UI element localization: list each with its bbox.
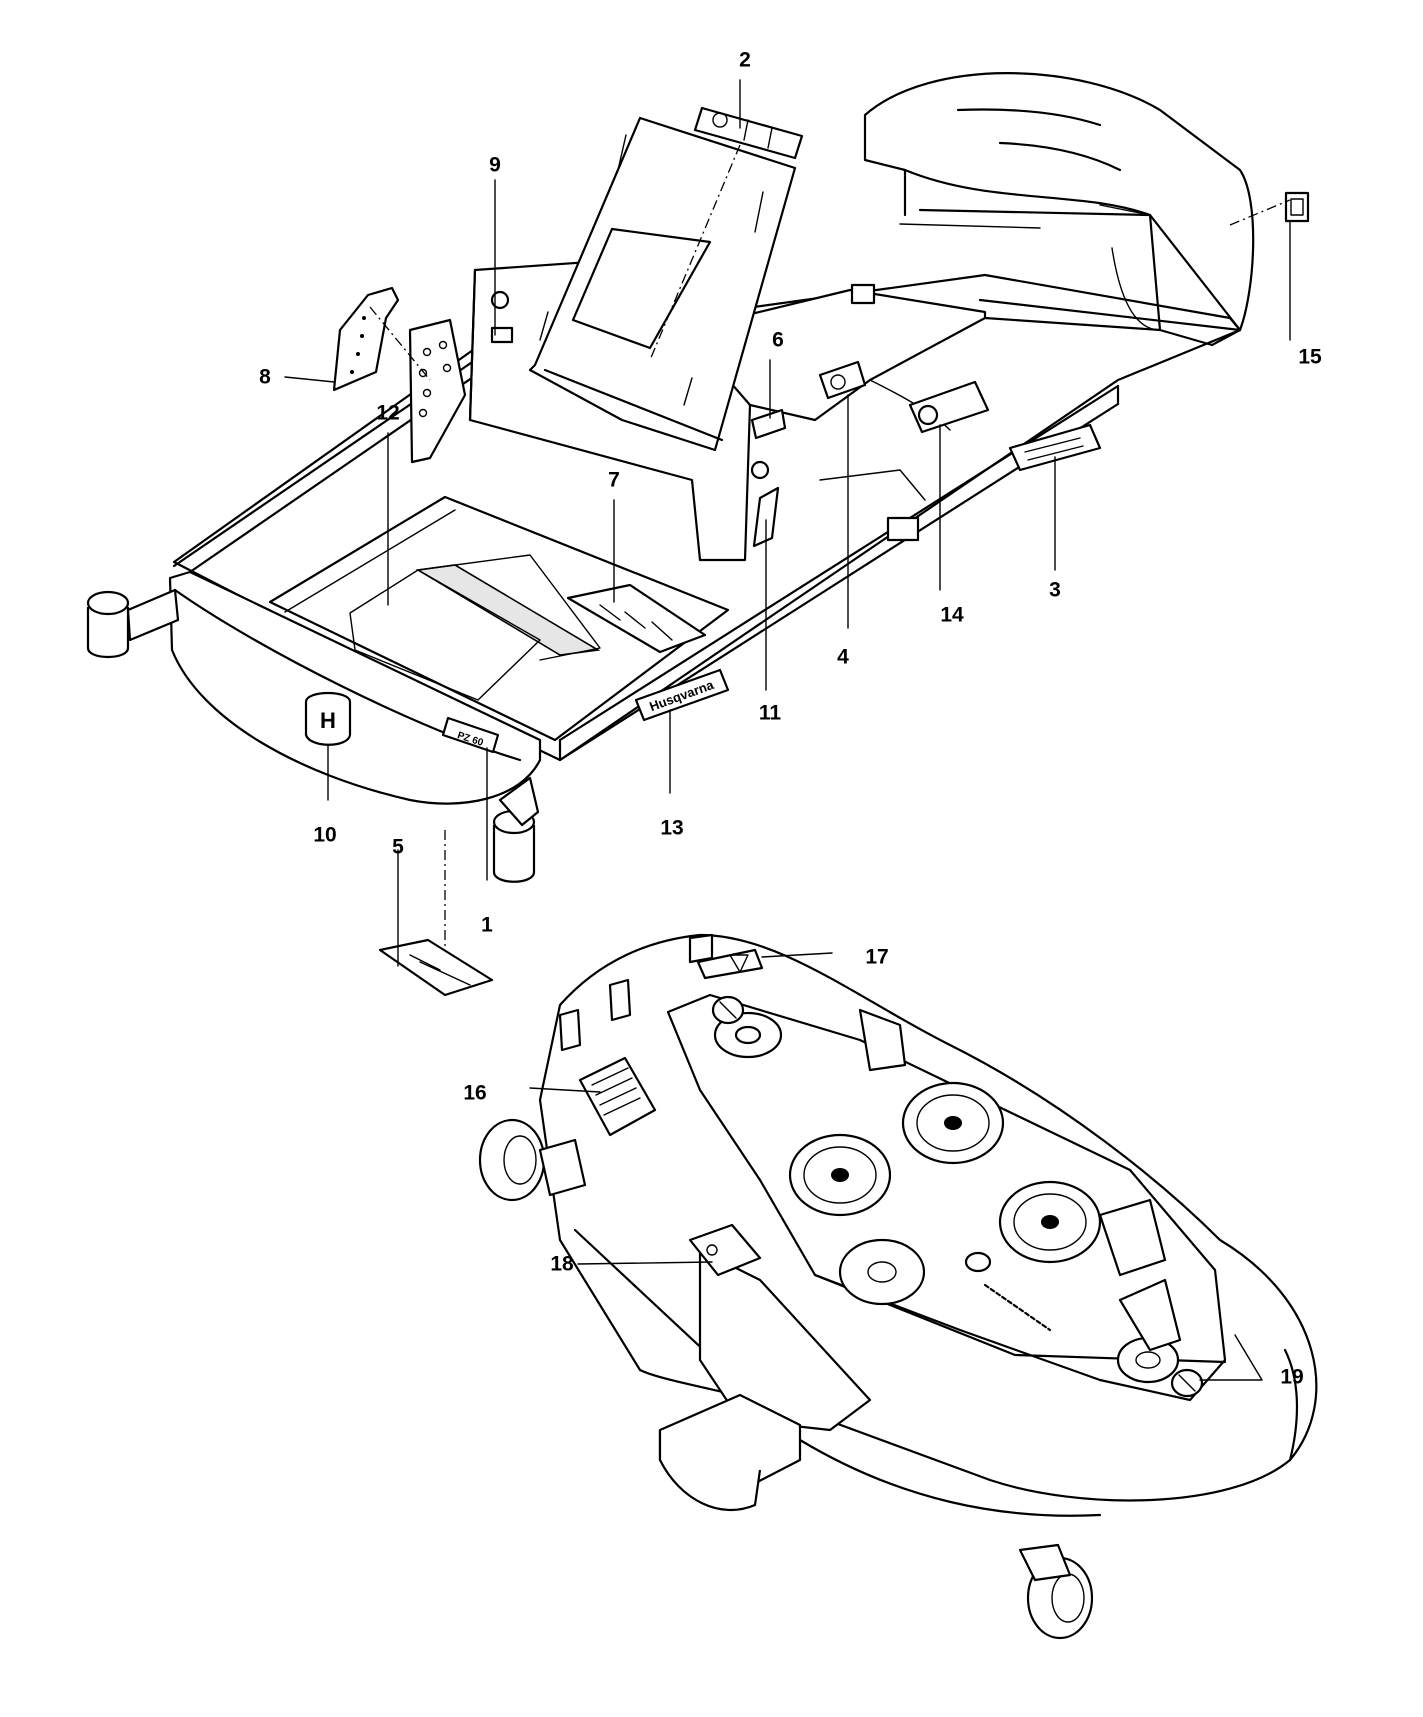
callout-4: 4 (837, 645, 849, 669)
decal-17 (696, 948, 764, 980)
deck-casters (478, 1118, 1094, 1640)
callout-15: 15 (1298, 345, 1322, 369)
callout-11: 11 (758, 701, 782, 725)
callout-2: 2 (739, 48, 751, 72)
callout-3: 3 (1049, 578, 1061, 602)
deck-decals (578, 948, 1204, 1398)
decal-18 (688, 1223, 762, 1277)
decal-10 (304, 692, 352, 746)
svg-text:H: H (320, 708, 336, 733)
callout-5: 5 (392, 835, 404, 859)
decal-9 (490, 326, 514, 344)
spindle-pulleys (713, 1011, 1180, 1384)
callout-14: 14 (940, 603, 964, 627)
chassis-frame (86, 72, 1255, 883)
decal-11 (752, 486, 780, 548)
decal-4 (818, 360, 867, 400)
callout-16: 16 (463, 1081, 487, 1105)
callout-18: 18 (550, 1252, 574, 1276)
mower-deck (478, 933, 1318, 1640)
decal-15 (1284, 191, 1310, 223)
callout-13: 13 (660, 816, 684, 840)
frame-decals: H PZ 60 Husqvarna (304, 106, 1310, 997)
callout-19: 19 (1280, 1365, 1304, 1389)
decal-7 (566, 583, 707, 654)
callout-17: 17 (865, 945, 889, 969)
decal-19 (711, 995, 1204, 1398)
callout-6: 6 (772, 328, 784, 352)
callout-9: 9 (489, 153, 501, 177)
callout-7: 7 (608, 468, 620, 492)
callout-12: 12 (376, 401, 400, 425)
callout-10: 10 (313, 823, 337, 847)
decal-2 (693, 106, 804, 160)
callout-1: 1 (481, 913, 493, 937)
leader-lines (284, 79, 1291, 1381)
decal-8 (332, 286, 400, 392)
decal-6 (750, 408, 787, 440)
callout-8: 8 (259, 365, 271, 389)
